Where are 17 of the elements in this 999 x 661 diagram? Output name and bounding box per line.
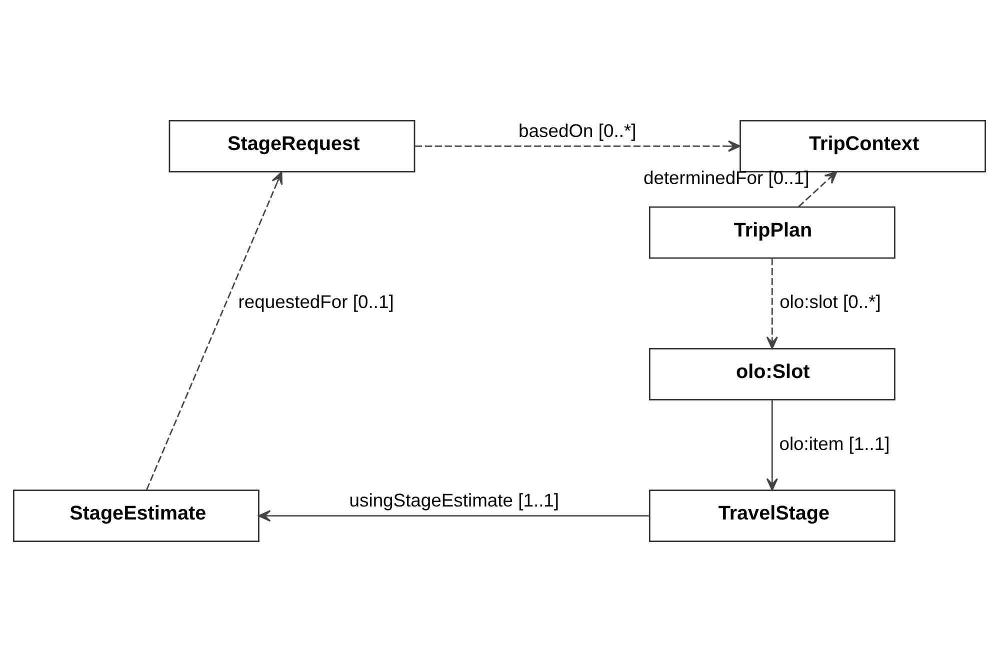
edge-label: usingStageEstimate [1..1] [349, 488, 560, 510]
node-box: olo:Slot [648, 348, 896, 400]
edge-label: requestedFor [0..1] [238, 290, 394, 312]
node-box: StageEstimate [12, 489, 260, 542]
node-box: TripContext [740, 119, 986, 172]
node-box: TravelStage [648, 489, 896, 542]
edge-label: olo:slot [0..*] [780, 290, 881, 312]
edge-label: olo:item [1..1] [779, 432, 890, 454]
arrow [766, 399, 778, 490]
arrow [146, 171, 282, 490]
arrow [258, 510, 650, 522]
arrow [766, 258, 778, 349]
node-box: TripPlan [648, 206, 896, 258]
arrow [415, 140, 741, 152]
arrow [798, 170, 838, 207]
node-box: StageRequest [168, 119, 416, 172]
edge-label: basedOn [0..*] [518, 119, 636, 140]
